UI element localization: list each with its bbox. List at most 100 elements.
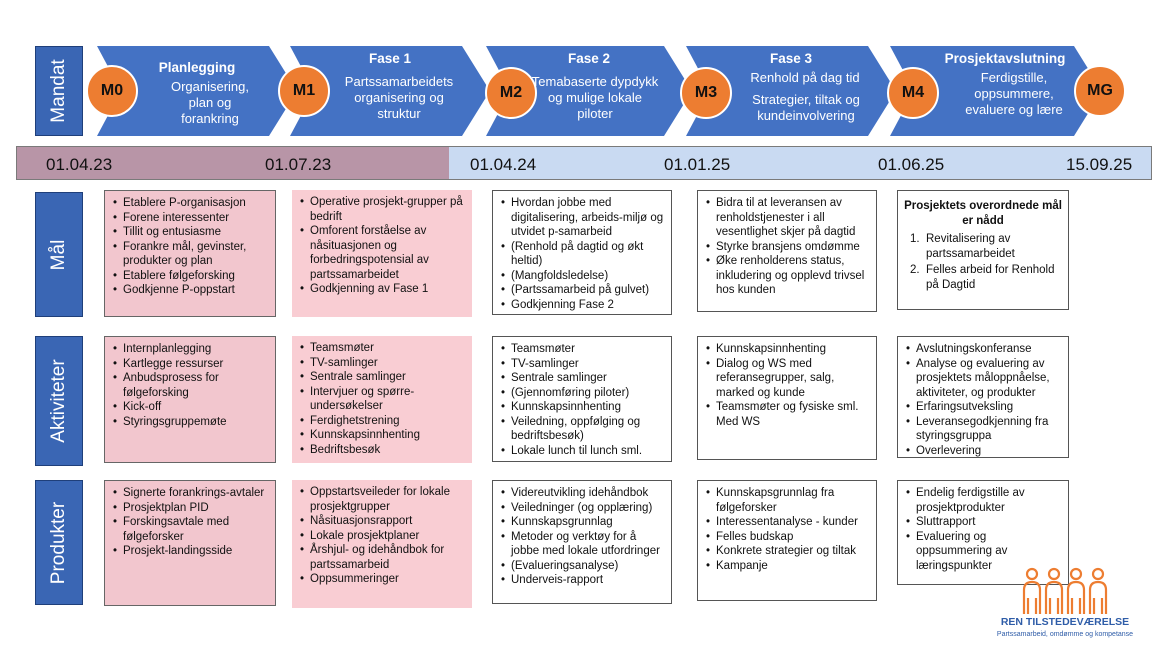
numbered-list: 1.Revitalisering av partssamarbeidet 2.F… bbox=[904, 232, 1062, 292]
timeline-bar bbox=[16, 146, 1152, 180]
list-item: TV-samlinger bbox=[298, 356, 466, 371]
list-item: Godkjenning av Fase 1 bbox=[298, 282, 466, 297]
list-item: Oppstartsveileder for lokale prosjektgru… bbox=[298, 485, 466, 514]
bullet-list: Bidra til at leveransen av renholdstjene… bbox=[704, 196, 870, 298]
list-item: (Partssamarbeid på gulvet) bbox=[499, 283, 665, 298]
bullet-list: TeamsmøterTV-samlingerSentrale samlinger… bbox=[499, 342, 665, 458]
row-label-aktiviteter: Aktiviteter bbox=[35, 336, 83, 466]
list-item: Internplanlegging bbox=[111, 342, 269, 357]
list-item: Felles budskap bbox=[704, 530, 870, 545]
date-label: 01.06.25 bbox=[878, 155, 945, 174]
list-item: Nåsituasjonsrapport bbox=[298, 514, 466, 529]
list-item: 1.Revitalisering av partssamarbeidet bbox=[910, 233, 1015, 260]
produkter-planlegging: Signerte forankrings-avtalerProsjektplan… bbox=[104, 480, 276, 606]
list-item: Metoder og verktøy for å jobbe med lokal… bbox=[499, 530, 665, 559]
aktiviteter-fase-1: TeamsmøterTV-samlingerSentrale samlinger… bbox=[292, 336, 472, 463]
list-item: Interessentanalyse - kunder bbox=[704, 515, 870, 530]
list-item: Forene interessenter bbox=[111, 211, 269, 226]
mal-fase-1: Operative prosjekt-grupper på bedriftOmf… bbox=[292, 190, 472, 317]
list-item: (Renhold på dagtid og økt heltid) bbox=[499, 240, 665, 269]
list-item: Analyse og evaluering av prosjektets mål… bbox=[904, 357, 1062, 401]
list-item: Videreutvikling idehåndbok bbox=[499, 486, 665, 501]
list-item: Kunnskapsinnhenting bbox=[704, 342, 870, 357]
milestone-m2: M2 bbox=[485, 67, 537, 119]
aktiviteter-prosjektavslutning: AvslutningskonferanseAnalyse og evalueri… bbox=[897, 336, 1069, 458]
produkter-fase-1: Oppstartsveileder for lokale prosjektgru… bbox=[292, 480, 472, 608]
list-item: Øke renholderens status, inkludering og … bbox=[704, 254, 870, 298]
milestone-m0: M0 bbox=[86, 65, 138, 117]
logo-name: REN TILSTEDEVÆRELSE bbox=[1000, 616, 1130, 628]
list-item: Prosjektplan PID bbox=[111, 501, 269, 516]
list-item: Overlevering bbox=[904, 444, 1062, 459]
list-item: Godkjenne P-oppstart bbox=[111, 283, 269, 298]
list-item: Evaluering og oppsummering av læringspun… bbox=[904, 530, 1062, 574]
list-item: 2.Felles arbeid for Renhold på Dagtid bbox=[910, 264, 1055, 291]
aktiviteter-fase-3: KunnskapsinnhentingDialog og WS med refe… bbox=[697, 336, 877, 460]
list-item: Endelig ferdigstille av prosjektprodukte… bbox=[904, 486, 1062, 515]
list-item: Teamsmøter og fysiske sml. Med WS bbox=[704, 400, 870, 429]
list-item: Etablere P-organisasjon bbox=[111, 196, 269, 211]
list-item: (Evalueringsanalyse) bbox=[499, 559, 665, 574]
row-label-mal: Mål bbox=[35, 192, 83, 317]
list-item: Sluttrapport bbox=[904, 515, 1062, 530]
list-item: Signerte forankrings-avtaler bbox=[111, 486, 269, 501]
list-item: TV-samlinger bbox=[499, 357, 665, 372]
list-item: Teamsmøter bbox=[499, 342, 665, 357]
list-item: Kick-off bbox=[111, 400, 269, 415]
bullet-list: Kunnskapsgrunnlag fra følgeforskerIntere… bbox=[704, 486, 870, 573]
list-item: Kunnskapsgrunnlag fra følgeforsker bbox=[704, 486, 870, 515]
timeline-completed bbox=[17, 147, 449, 179]
bullet-list: Operative prosjekt-grupper på bedriftOmf… bbox=[298, 195, 466, 297]
list-item: Teamsmøter bbox=[298, 341, 466, 356]
bullet-list: InternplanleggingKartlegge ressurserAnbu… bbox=[111, 342, 269, 429]
list-item: Intervjuer og spørre-undersøkelser bbox=[298, 385, 466, 414]
logo-tagline: Partssamarbeid, omdømme og kompetanse bbox=[996, 631, 1134, 638]
mal-final-title: Prosjektets overordnede mål er nådd bbox=[904, 200, 1062, 227]
bullet-list: TeamsmøterTV-samlingerSentrale samlinger… bbox=[298, 341, 466, 457]
list-item: Kartlegge ressurser bbox=[111, 357, 269, 372]
list-item: Konkrete strategier og tiltak bbox=[704, 544, 870, 559]
produkter-prosjektavslutning: Endelig ferdigstille av prosjektprodukte… bbox=[897, 480, 1069, 585]
milestone-m4: M4 bbox=[887, 67, 939, 119]
list-item: Kunnskapsinnhenting bbox=[298, 428, 466, 443]
date-label: 01.04.23 bbox=[46, 155, 113, 174]
milestone-m1: M1 bbox=[278, 65, 330, 117]
milestone-m3: M3 bbox=[680, 67, 732, 119]
list-item: Dialog og WS med referansegrupper, salg,… bbox=[704, 357, 870, 401]
phase-fase-2: Fase 2 Temabaserte dypdykk og mulige lok… bbox=[486, 46, 692, 136]
bullet-list: Etablere P-organisasjonForene interessen… bbox=[111, 196, 269, 298]
list-item: Bidra til at leveransen av renholdstjene… bbox=[704, 196, 870, 240]
list-item: Leveransegodkjenning fra styringsgruppa bbox=[904, 415, 1062, 444]
mal-prosjektavslutning: Prosjektets overordnede mål er nådd 1.Re… bbox=[897, 190, 1069, 310]
list-item: Oppsummeringer bbox=[298, 572, 466, 587]
list-item: Kunnskapsinnhenting bbox=[499, 400, 665, 415]
bullet-list: AvslutningskonferanseAnalyse og evalueri… bbox=[904, 342, 1062, 458]
list-item: Forskingsavtale med følgeforsker bbox=[111, 515, 269, 544]
list-item: Underveis-rapport bbox=[499, 573, 665, 588]
list-item: Sentrale samlinger bbox=[298, 370, 466, 385]
list-item: Styrke bransjens omdømme bbox=[704, 240, 870, 255]
list-item: Forankre mål, gevinster, produkter og pl… bbox=[111, 240, 269, 269]
list-item: Veiledning, oppfølging og bedriftsbesøk) bbox=[499, 415, 665, 444]
aktiviteter-planlegging: InternplanleggingKartlegge ressurserAnbu… bbox=[104, 336, 276, 463]
date-label: 15.09.25 bbox=[1066, 155, 1133, 174]
list-item: Anbudsprosess for følgeforsking bbox=[111, 371, 269, 400]
milestone-mg: MG bbox=[1074, 65, 1126, 117]
list-item: Etablere følgeforsking bbox=[111, 269, 269, 284]
mal-fase-3: Bidra til at leveransen av renholdstjene… bbox=[697, 190, 877, 312]
list-item: Godkjenning Fase 2 bbox=[499, 298, 665, 313]
date-label: 01.01.25 bbox=[664, 155, 731, 174]
list-item: Erfaringsutveksling bbox=[904, 400, 1062, 415]
bullet-list: KunnskapsinnhentingDialog og WS med refe… bbox=[704, 342, 870, 429]
list-item: Styringsgruppemøte bbox=[111, 415, 269, 430]
date-label: 01.04.24 bbox=[470, 155, 537, 174]
list-item: Kampanje bbox=[704, 559, 870, 574]
list-item: Lokale lunch til lunch sml. bbox=[499, 444, 665, 459]
row-label-produkter: Produkter bbox=[35, 480, 83, 605]
bullet-list: Endelig ferdigstille av prosjektprodukte… bbox=[904, 486, 1062, 573]
bullet-list: Videreutvikling idehåndbokVeiledninger (… bbox=[499, 486, 665, 588]
people-logo-icon bbox=[1022, 567, 1108, 614]
list-item: Hvordan jobbe med digitalisering, arbeid… bbox=[499, 196, 665, 240]
list-item: Prosjekt-landingsside bbox=[111, 544, 269, 559]
date-label: 01.07.23 bbox=[265, 155, 332, 174]
